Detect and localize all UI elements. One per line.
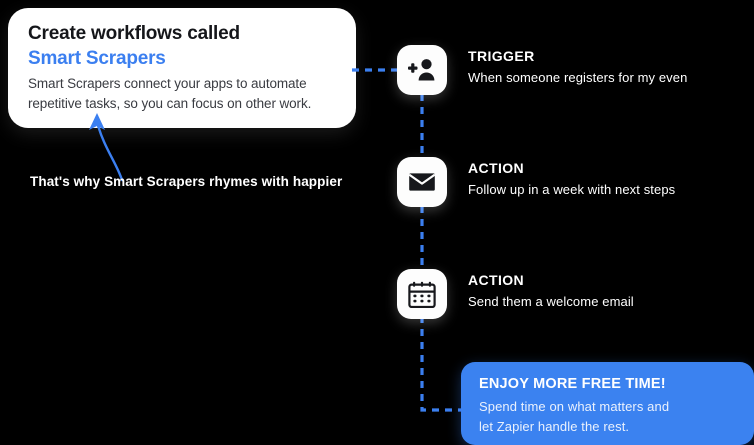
person-add-icon bbox=[408, 59, 435, 81]
card-body-line-2: repetitive tasks, so you can focus on ot… bbox=[28, 96, 312, 111]
connector-step-1-to-2 bbox=[420, 94, 424, 154]
step-icon-tile bbox=[397, 269, 447, 319]
step-text: ACTION Send them a welcome email bbox=[468, 269, 634, 311]
callout-body: Spend time on what matters and let Zapie… bbox=[479, 397, 736, 437]
envelope-icon bbox=[408, 173, 436, 191]
connector-card-to-trigger bbox=[352, 68, 400, 72]
callout-body-line-1: Spend time on what matters and bbox=[479, 399, 670, 414]
callout-title: ENJOY MORE FREE TIME! bbox=[479, 376, 666, 392]
workflow-step-trigger[interactable]: TRIGGER When someone registers for my ev… bbox=[397, 45, 687, 95]
step-description: When someone registers for my even bbox=[468, 70, 688, 85]
step-icon-tile bbox=[397, 157, 447, 207]
annotation-text: That's why Smart Scrapers rhymes with ha… bbox=[30, 174, 343, 189]
info-card: Create workflows called Smart Scrapers S… bbox=[8, 8, 356, 128]
callout-body-line-2: let Zapier handle the rest. bbox=[479, 419, 630, 434]
card-body-line-1: Smart Scrapers connect your apps to auto… bbox=[28, 76, 307, 91]
annotation-arrow-icon bbox=[89, 113, 124, 182]
card-subtitle: Smart Scrapers bbox=[28, 48, 166, 69]
workflow-step-action-calendar[interactable]: ACTION Send them a welcome email bbox=[397, 269, 634, 319]
step-label: TRIGGER bbox=[468, 48, 535, 64]
card-title: Create workflows called bbox=[28, 23, 240, 44]
step-text: ACTION Follow up in a week with next ste… bbox=[468, 157, 675, 199]
step-text: TRIGGER When someone registers for my ev… bbox=[468, 45, 687, 87]
connector-step-3-to-callout bbox=[420, 316, 472, 412]
step-label: ACTION bbox=[468, 160, 525, 176]
card-body: Smart Scrapers connect your apps to auto… bbox=[28, 74, 336, 114]
callout-box: ENJOY MORE FREE TIME! Spend time on what… bbox=[461, 362, 754, 445]
connector-step-2-to-3 bbox=[420, 206, 424, 266]
step-icon-tile bbox=[397, 45, 447, 95]
step-description: Follow up in a week with next steps bbox=[468, 182, 676, 197]
calendar-icon bbox=[408, 281, 436, 308]
step-description: Send them a welcome email bbox=[468, 294, 634, 309]
step-label: ACTION bbox=[468, 272, 525, 288]
workflow-step-action-email[interactable]: ACTION Follow up in a week with next ste… bbox=[397, 157, 675, 207]
